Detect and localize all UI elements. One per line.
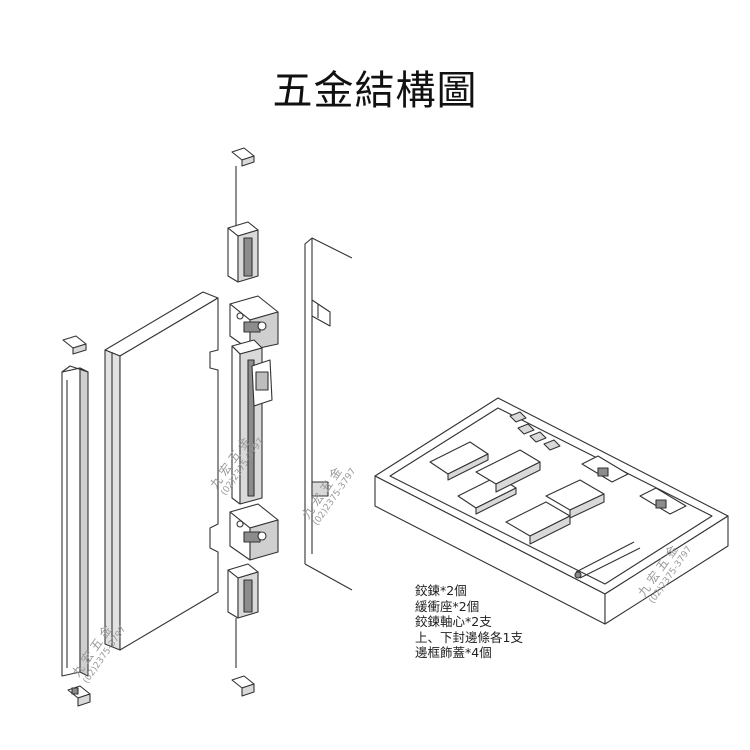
parts-list-item: 緩衝座*2個 xyxy=(415,598,480,614)
cabinet-side-wall xyxy=(304,237,353,591)
edge-cap-bottom-left xyxy=(67,685,91,707)
packaging-tray xyxy=(374,397,729,625)
edge-trim-strip xyxy=(61,365,89,677)
parts-list: 鉸鍊*2個 緩衝座*2個 鉸鍊軸心*2支 上、下封邊條各1支 邊框飾蓋*4個 xyxy=(415,583,523,661)
edge-cap-top-left xyxy=(62,335,87,355)
parts-list-item: 鉸鍊*2個 xyxy=(415,583,467,598)
door-panel xyxy=(104,291,219,651)
diagram-title: 五金結構圖 xyxy=(272,68,478,114)
parts-list-item: 邊框飾蓋*4個 xyxy=(415,645,492,661)
hinge-assembly xyxy=(227,147,279,697)
parts-list-item: 上、下封邊條各1支 xyxy=(415,629,523,645)
parts-list-item: 鉸鍊軸心*2支 xyxy=(415,614,492,630)
